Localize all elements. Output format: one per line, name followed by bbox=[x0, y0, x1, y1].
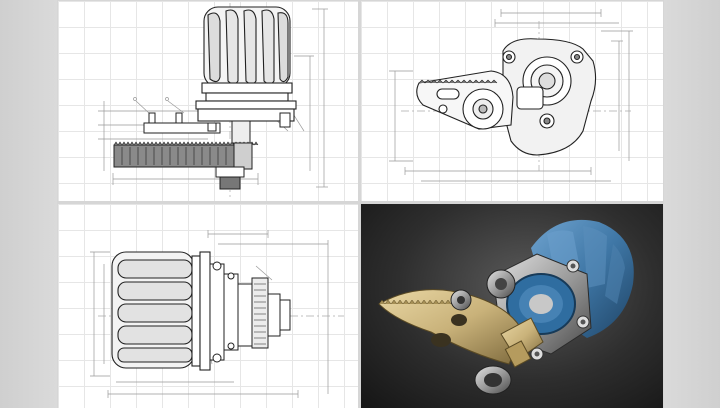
side-view-panel bbox=[58, 204, 358, 408]
side-view-drawing bbox=[90, 230, 344, 398]
motor-flange bbox=[502, 38, 597, 156]
motor-cylinder bbox=[111, 251, 211, 371]
sector-gear bbox=[416, 70, 514, 130]
front-view-panel bbox=[58, 1, 358, 201]
render-bearings bbox=[450, 269, 516, 395]
gearbox-assembly bbox=[209, 261, 291, 363]
render-view-panel bbox=[361, 204, 663, 408]
dimension-lines bbox=[389, 9, 633, 182]
top-view-panel bbox=[361, 1, 663, 201]
render-drawing bbox=[378, 219, 634, 395]
gear-teeth bbox=[254, 283, 266, 345]
mounting-bolts bbox=[143, 112, 291, 144]
rack-gear bbox=[113, 141, 259, 190]
dimension-lines bbox=[90, 230, 329, 398]
front-view-drawing bbox=[98, 3, 328, 197]
render-pinion bbox=[500, 317, 544, 368]
top-view-drawing bbox=[389, 9, 633, 182]
motor-housing bbox=[195, 6, 297, 122]
right-gutter bbox=[664, 0, 720, 408]
left-gutter bbox=[0, 0, 57, 408]
